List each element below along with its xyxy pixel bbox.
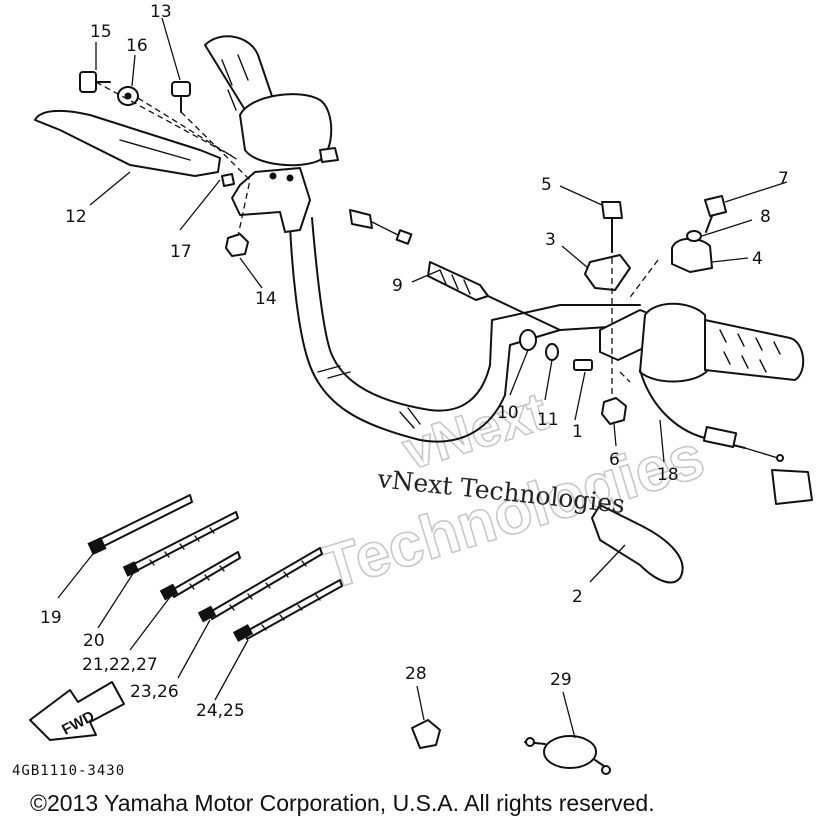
label-3: 3: [545, 230, 556, 250]
right-lever-housing: [599, 302, 709, 383]
right-grip: [704, 319, 805, 381]
label-16: 16: [126, 36, 148, 56]
label-28: 28: [405, 664, 427, 684]
label-8: 8: [760, 207, 771, 227]
part-7-bolt: [704, 195, 727, 233]
part-1-pivot: [573, 359, 593, 371]
part-14-nut: [225, 233, 249, 257]
part-2-right-lever: [591, 504, 684, 584]
label-6: 6: [609, 450, 620, 470]
part-17-screw: [221, 173, 235, 187]
label-11: 11: [537, 410, 559, 430]
label-29: 29: [550, 670, 572, 690]
assembly-line-15: [95, 81, 233, 157]
label-13: 13: [150, 2, 172, 22]
label-2: 2: [572, 587, 583, 607]
part-10-ring: [519, 329, 537, 351]
part-28-clamp: [411, 719, 441, 749]
label-15: 15: [90, 22, 112, 42]
part-9-cable-adjuster: [349, 209, 561, 331]
label-20: 20: [83, 631, 105, 651]
part-5-bolt: [601, 201, 623, 253]
part-6-nut: [601, 397, 627, 425]
label-9: 9: [392, 276, 403, 296]
copyright-text: ©2013 Yamaha Motor Corporation, U.S.A. A…: [30, 790, 655, 816]
assembly-line-4: [627, 259, 659, 301]
label-10: 10: [497, 403, 519, 423]
label-17: 17: [170, 242, 192, 262]
cable-tie-19: [87, 494, 193, 556]
label-14: 14: [255, 289, 277, 309]
lever-holder-left: [231, 167, 311, 233]
diagram-code: 4GB1110-3430: [12, 763, 125, 779]
assembly-line-1: [619, 371, 631, 383]
label-19: 19: [40, 608, 62, 628]
assembly-line-13: [180, 111, 251, 237]
label-4: 4: [752, 249, 763, 269]
part-29-clamp: [524, 735, 611, 775]
cable-tie-23: [197, 547, 323, 623]
label-21-22-27: 21,22,27: [82, 655, 158, 675]
label-7: 7: [778, 169, 789, 189]
fwd-arrow: FWD: [29, 681, 125, 741]
part-15-bolt: [79, 71, 111, 93]
leader-lines: [57, 17, 788, 739]
label-24-25: 24,25: [196, 701, 245, 721]
label-23-26: 23,26: [130, 682, 179, 702]
part-11-washer: [545, 343, 559, 361]
label-18: 18: [657, 465, 679, 485]
part-3-holder: [584, 254, 631, 291]
part-13-bolt: [171, 81, 191, 113]
part-18-cable: [639, 369, 813, 505]
part-8-washer: [686, 230, 702, 242]
left-grip-assembly: [204, 35, 339, 167]
cable-tie-24: [232, 579, 343, 642]
label-5: 5: [541, 175, 552, 195]
part-16-nut: [117, 86, 139, 106]
part-4-clamp: [671, 237, 713, 273]
label-1: 1: [572, 422, 583, 442]
cable-tie-21: [159, 551, 241, 601]
label-12: 12: [65, 207, 87, 227]
handlebar: [289, 217, 641, 443]
cable-tie-20: [122, 511, 239, 577]
part-12-left-lever: [34, 109, 221, 177]
